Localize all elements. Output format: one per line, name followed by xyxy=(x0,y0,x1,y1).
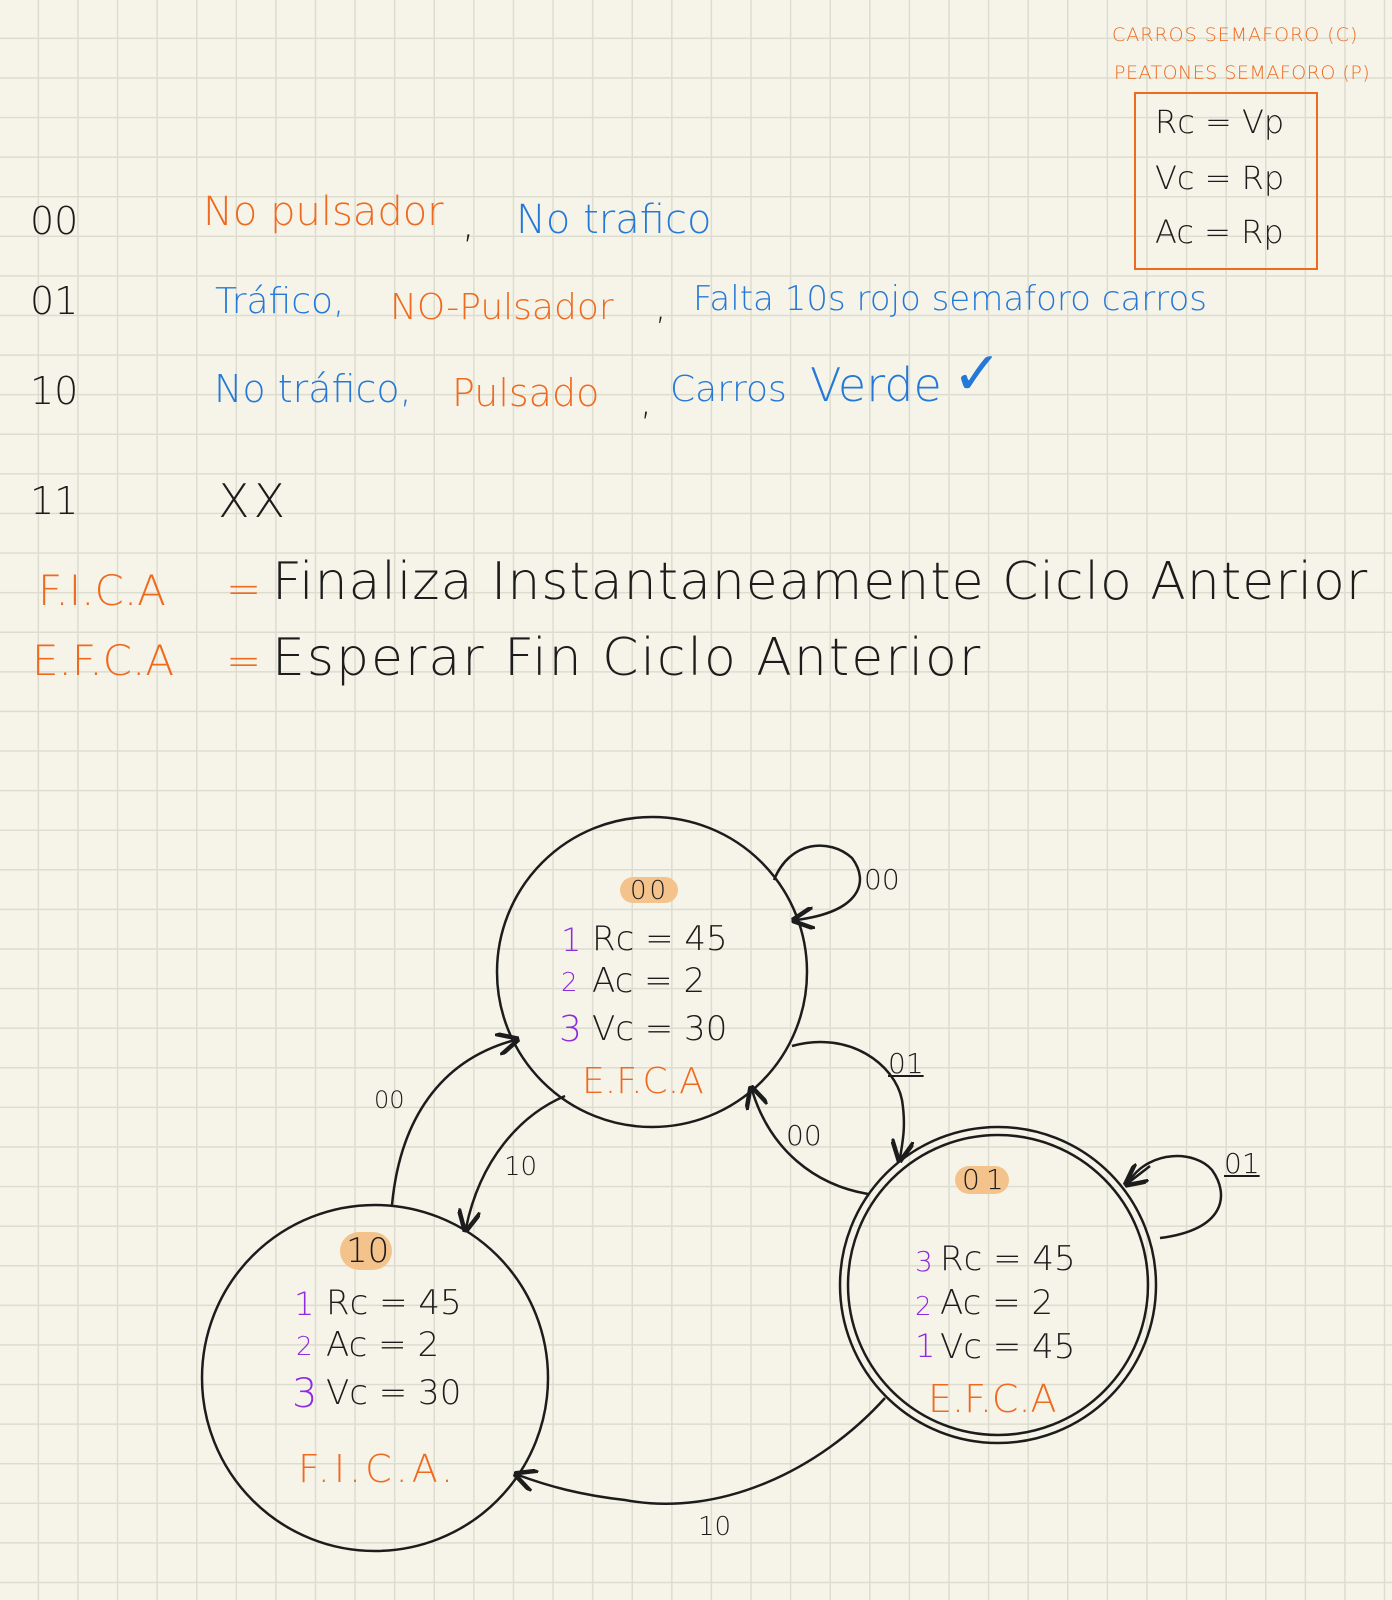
code-00: 00 xyxy=(30,199,79,243)
label-01-to-00: 00 xyxy=(786,1119,822,1152)
def-fica-meaning: Finaliza Instantaneamente Ciclo Anterior xyxy=(272,552,1369,612)
label-self-00: 00 xyxy=(864,863,900,896)
code-00-desc-2: No trafico xyxy=(516,197,712,243)
state-00-line-2: Ac = 2 xyxy=(592,961,706,1001)
state-01-circle-inner xyxy=(846,1133,1150,1437)
code-10-desc-3: Carros xyxy=(670,369,787,410)
self-loop-00 xyxy=(772,844,862,920)
label-01-to-10: 10 xyxy=(698,1512,732,1542)
state-10-line-1: Rc = 45 xyxy=(326,1283,462,1323)
code-01-comma: , xyxy=(655,287,667,328)
state-00-circle xyxy=(495,815,809,1129)
code-01-desc-1: Tráfico, xyxy=(215,281,345,322)
state-01-line-2-num: 2 xyxy=(915,1292,932,1322)
def-efca-abbr: E.F.C.A xyxy=(32,636,175,685)
def-efca-meaning: Esperar Fin Ciclo Anterior xyxy=(272,628,983,688)
state-10-line-2-num: 2 xyxy=(296,1332,313,1362)
state-00-line-1-num: 1 xyxy=(561,921,582,959)
code-11-desc: XX xyxy=(218,474,290,528)
def-fica-eq: = xyxy=(226,564,262,613)
arrow-00-to-01 xyxy=(791,1040,904,1158)
code-10-desc-4: Verde xyxy=(810,358,942,412)
state-10-line-3: Vc = 30 xyxy=(326,1373,462,1413)
legend-title-pedestrians: PEATONES SEMAFORO (P) xyxy=(1114,62,1371,84)
legend-rule-1: Rc = Vp xyxy=(1155,103,1285,141)
self-loop-01 xyxy=(1128,1154,1223,1240)
state-01-name: 01 xyxy=(962,1163,1010,1196)
state-01-line-3: Vc = 45 xyxy=(940,1327,1076,1367)
label-self-01: 01 xyxy=(1224,1147,1260,1180)
label-10-to-00: 00 xyxy=(374,1086,405,1114)
code-01: 01 xyxy=(30,279,79,323)
label-00-to-10: 10 xyxy=(504,1152,538,1182)
state-01-line-1: Rc = 45 xyxy=(940,1239,1076,1279)
code-10-comma: , xyxy=(640,379,653,423)
state-00-line-1: Rc = 45 xyxy=(592,919,728,959)
code-01-desc-3: Falta 10s rojo semaforo carros xyxy=(693,279,1208,319)
state-10-line-2: Ac = 2 xyxy=(326,1325,440,1365)
state-00-line-3: Vc = 30 xyxy=(592,1009,728,1049)
label-00-to-01: 01 xyxy=(888,1047,924,1080)
state-01-line-3-num: 1 xyxy=(915,1327,936,1365)
legend-rule-3: Ac = Rp xyxy=(1155,213,1284,251)
state-00-name: 00 xyxy=(630,876,670,906)
arrow-01-to-00 xyxy=(752,1090,869,1196)
state-10-highlight xyxy=(340,1232,392,1270)
def-fica-abbr: F.I.C.A xyxy=(38,566,166,615)
check-icon: ✓ xyxy=(952,339,1003,409)
code-01-desc-2: NO-Pulsador xyxy=(390,287,614,328)
arrow-10-to-00 xyxy=(390,1040,515,1206)
code-00-desc-1: No pulsador xyxy=(203,189,444,235)
state-10-line-1-num: 1 xyxy=(294,1285,315,1323)
arrow-00-to-10 xyxy=(466,1094,566,1228)
code-00-comma: , xyxy=(462,201,475,247)
state-01-circle-outer xyxy=(838,1125,1158,1445)
state-00-mode: E.F.C.A xyxy=(582,1061,704,1102)
state-10-line-3-num: 3 xyxy=(292,1371,318,1417)
state-10-name: 10 xyxy=(346,1231,390,1271)
arrow-01-to-10 xyxy=(518,1397,886,1505)
state-00-highlight xyxy=(620,877,678,903)
legend-box xyxy=(1134,92,1318,270)
legend-title-cars: CARROS SEMAFORO (C) xyxy=(1112,24,1359,46)
state-01-line-2: Ac = 2 xyxy=(940,1283,1054,1323)
state-01-highlight xyxy=(955,1166,1009,1194)
code-10-desc-2: Pulsado xyxy=(452,371,600,415)
state-01-mode: E.F.C.A xyxy=(928,1377,1057,1421)
state-00-line-3-num: 3 xyxy=(559,1009,582,1050)
state-10-circle xyxy=(200,1203,550,1553)
code-11: 11 xyxy=(30,479,79,523)
code-10-desc-1: No tráfico, xyxy=(214,367,412,411)
legend-rule-2: Vc = Rp xyxy=(1155,159,1285,197)
state-01-line-1-num: 3 xyxy=(915,1245,933,1278)
state-10-mode: F.I.C.A. xyxy=(298,1447,458,1491)
state-00-line-2-num: 2 xyxy=(561,968,578,998)
def-efca-eq: = xyxy=(226,636,262,685)
code-10: 10 xyxy=(30,369,79,413)
self-loop-01-head xyxy=(1128,1166,1151,1183)
